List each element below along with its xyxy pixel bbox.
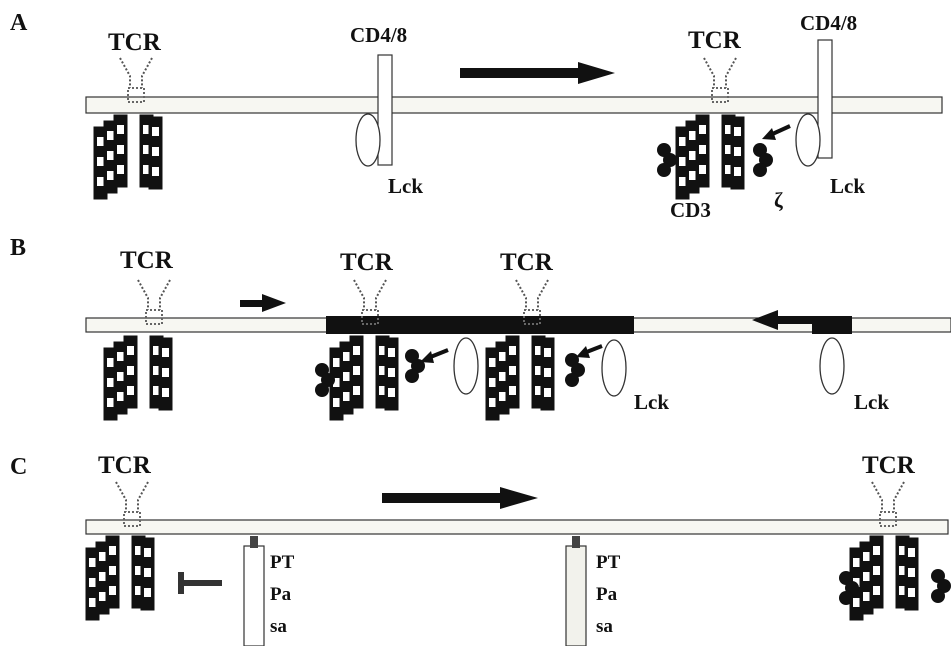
- tcr-complex-left: [86, 482, 154, 620]
- lck-kinase: [356, 114, 380, 166]
- pertussis-toxin-2: [566, 536, 586, 646]
- toxin-label-line3: sa: [596, 616, 613, 637]
- zeta-label: ζ: [774, 188, 783, 212]
- lck-label: Lck: [634, 390, 669, 414]
- cd3-cluster: [850, 536, 918, 620]
- panel-a-letter: A: [10, 10, 28, 36]
- tcr-label: TCR: [688, 27, 742, 54]
- lipid-raft: [812, 316, 852, 334]
- tcr-complex-raft-2: [486, 280, 585, 420]
- tcr-receptor: [138, 280, 170, 324]
- phosphate-dots: [931, 569, 951, 603]
- cd3-cluster: [94, 115, 162, 199]
- panel-c: C TCR PT Pa sa PT Pa: [10, 452, 951, 646]
- tcr-label: TCR: [98, 452, 152, 479]
- phosphorylation-arrow: [420, 350, 448, 363]
- lck-kinase: [454, 338, 478, 394]
- panel-b: B TCR TCR: [10, 235, 951, 420]
- lck-kinase: [602, 340, 626, 396]
- coreceptor-label: CD4/8: [350, 23, 407, 47]
- lipid-raft: [326, 316, 634, 334]
- tcr-label: TCR: [120, 247, 174, 274]
- panel-b-letter: B: [10, 235, 26, 261]
- coreceptor-label: CD4/8: [800, 11, 857, 35]
- cd3-cluster: [86, 536, 154, 620]
- arrow-right-small: [240, 294, 286, 312]
- tcr-label: TCR: [862, 452, 916, 479]
- lck-label: Lck: [388, 174, 423, 198]
- phosphate-dots: [405, 349, 425, 383]
- cd3-cluster: [676, 115, 744, 199]
- tcr-label: TCR: [108, 29, 162, 56]
- coreceptor-cd48: [378, 55, 392, 165]
- tcr-receptor: [120, 58, 152, 102]
- lck-label: Lck: [830, 174, 865, 198]
- pertussis-toxin-1: [244, 536, 264, 646]
- tcr-receptor: [704, 58, 736, 102]
- tcr-complex-activated: [839, 482, 951, 620]
- phosphate-dots: [657, 143, 677, 177]
- phosphate-dots: [565, 353, 585, 387]
- tcr-complex-activated: [657, 58, 773, 199]
- lck-label: Lck: [854, 390, 889, 414]
- toxin-label-line2: Pa: [270, 584, 292, 605]
- tcr-label: TCR: [340, 249, 394, 276]
- cd3-cluster: [104, 336, 172, 420]
- arrow-right-large: [382, 487, 538, 509]
- phosphorylation-arrow: [576, 346, 602, 358]
- toxin-label-line1: PT: [270, 552, 295, 573]
- toxin-label-line3: sa: [270, 616, 287, 637]
- panel-c-letter: C: [10, 454, 27, 480]
- tcr-complex-left: [104, 280, 172, 420]
- tcr-label: TCR: [500, 249, 554, 276]
- lck-kinase: [796, 114, 820, 166]
- membrane-a: [86, 97, 942, 113]
- arrow-right-large: [460, 62, 615, 84]
- phosphate-dots: [753, 143, 773, 177]
- tcr-complex-raft-1: [315, 280, 425, 420]
- tcr-complex-left: [94, 58, 162, 199]
- toxin-label-line2: Pa: [596, 584, 618, 605]
- cd3-label: CD3: [670, 198, 711, 222]
- phosphorylation-arrow: [762, 126, 790, 140]
- cd3-cluster: [330, 336, 398, 420]
- toxin-label-line1: PT: [596, 552, 621, 573]
- lck-kinase: [820, 338, 844, 394]
- inhibition-bar: [178, 572, 222, 594]
- panel-a: A TCR CD4/8 Lck TCR CD3 ζ: [10, 10, 942, 222]
- membrane-c: [86, 520, 948, 534]
- cd3-cluster: [486, 336, 554, 420]
